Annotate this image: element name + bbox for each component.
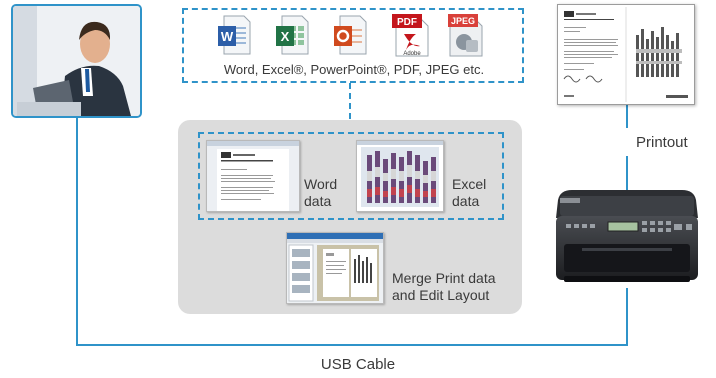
excel-data-label: Excel data bbox=[452, 176, 487, 209]
word-data-label: Word data bbox=[304, 176, 338, 209]
cable-line-left bbox=[76, 116, 78, 346]
svg-text:PDF: PDF bbox=[397, 17, 417, 28]
merge-print-thumbnail bbox=[286, 232, 384, 304]
user-photo bbox=[11, 4, 142, 118]
printout-page bbox=[557, 4, 695, 105]
pdf-file-icon: PDF Adobe bbox=[392, 12, 429, 57]
svg-text:X: X bbox=[281, 29, 290, 44]
file-box-left bbox=[182, 8, 184, 83]
printout-line-lower bbox=[626, 156, 628, 192]
usb-cable-label: USB Cable bbox=[320, 356, 396, 373]
data-box-bottom bbox=[198, 218, 504, 220]
merge-print-label: Merge Print data and Edit Layout bbox=[392, 270, 496, 303]
businessman-illustration bbox=[13, 6, 140, 116]
file-box-top bbox=[182, 8, 524, 10]
file-box-bottom bbox=[182, 81, 524, 83]
file-types-caption: Word, Excel®, PowerPoint®, PDF, JPEG etc… bbox=[223, 62, 485, 77]
svg-text:JPEG: JPEG bbox=[451, 16, 475, 26]
word-data-thumbnail bbox=[206, 140, 300, 212]
printout-label: Printout bbox=[636, 134, 688, 151]
file-connector bbox=[349, 83, 351, 119]
file-box-right bbox=[522, 8, 524, 83]
printout-line bbox=[626, 102, 628, 128]
data-box-top bbox=[198, 132, 504, 134]
word-file-icon: W bbox=[218, 14, 251, 55]
excel-data-thumbnail bbox=[356, 140, 444, 212]
data-box-right bbox=[502, 132, 504, 220]
data-box-left bbox=[198, 132, 200, 220]
jpeg-file-icon: JPEG bbox=[446, 12, 483, 57]
cable-line-right bbox=[626, 288, 628, 346]
svg-text:Adobe: Adobe bbox=[403, 51, 421, 57]
powerpoint-file-icon bbox=[334, 14, 367, 55]
svg-text:W: W bbox=[221, 29, 234, 44]
excel-file-icon: X bbox=[276, 14, 309, 55]
cable-line-bottom bbox=[76, 344, 628, 346]
printer-device bbox=[552, 188, 702, 288]
